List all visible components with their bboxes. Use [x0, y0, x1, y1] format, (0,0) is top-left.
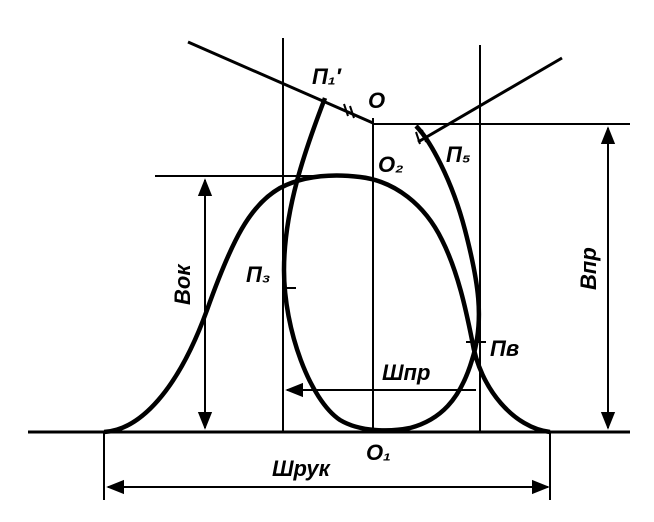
label-o1: О₁: [366, 440, 391, 465]
label-vpr: Впр: [576, 247, 601, 290]
label-p6: Пв: [490, 336, 519, 361]
tick-mark-p1-2: [349, 105, 355, 119]
tick-mark-p5-2: [421, 129, 427, 143]
label-p5: П₅: [446, 142, 471, 167]
label-p3: П₃: [246, 262, 270, 287]
label-o2: О₂: [378, 152, 404, 177]
tick-mark-p5-1: [415, 131, 421, 145]
label-vok: Вок: [170, 263, 195, 305]
armhole-curve: [281, 97, 482, 433]
shoulder-line-left: [187, 40, 374, 125]
label-p1-prime: П₁′: [312, 64, 343, 89]
label-o: О: [368, 88, 385, 113]
tick-mark-p1-1: [343, 103, 349, 117]
label-shpr: Шпр: [382, 360, 430, 385]
shoulder-line-right: [417, 56, 563, 144]
label-shruk: Шрук: [272, 456, 332, 481]
